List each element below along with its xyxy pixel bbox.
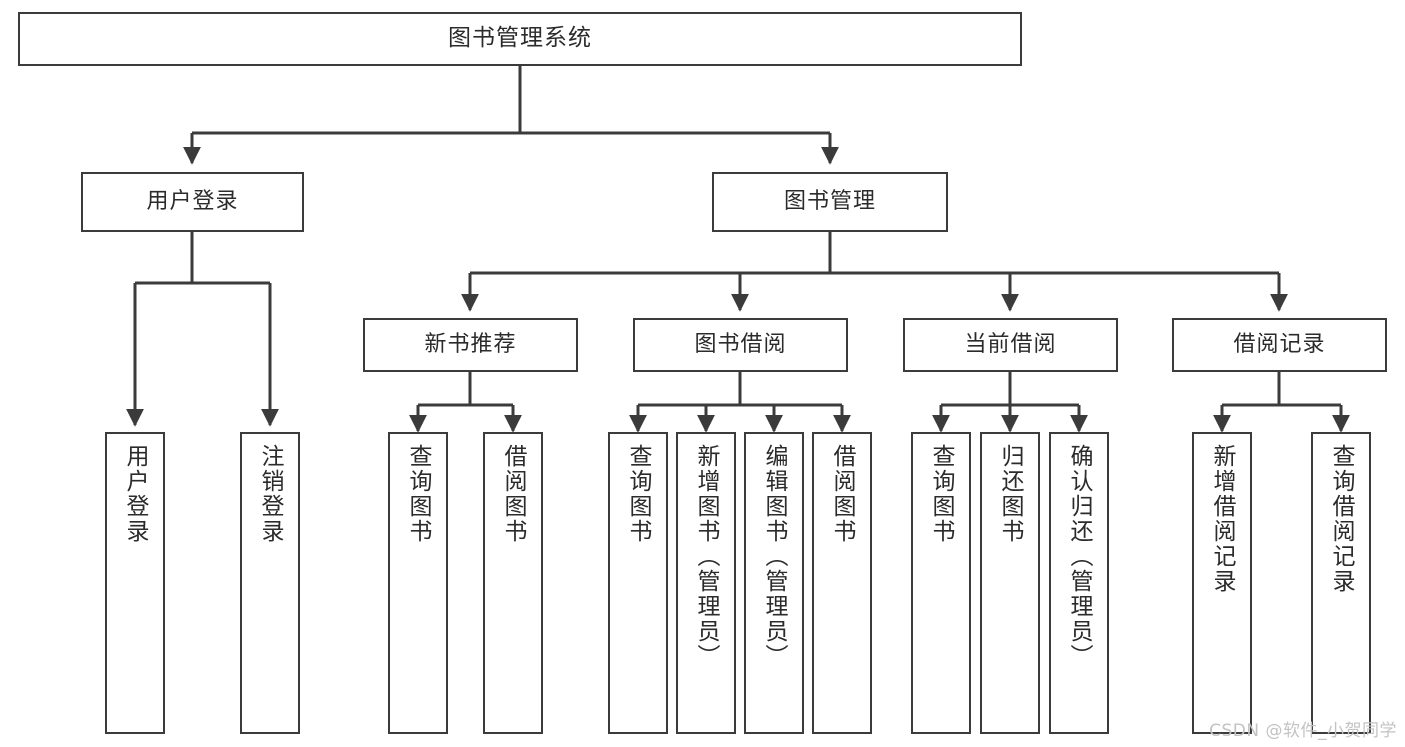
node-root-system[interactable]: 图书管理系统 <box>18 12 1022 66</box>
node-borrow-record[interactable]: 借阅记录 <box>1172 318 1387 372</box>
leaf-query-record[interactable]: 查询借阅记录 <box>1311 432 1371 734</box>
leaf-label: 查询图书 <box>405 444 432 544</box>
leaf-edit-book[interactable]: 编辑图书（管理员） <box>744 432 804 734</box>
leaf-return-book[interactable]: 归还图书 <box>980 432 1040 734</box>
leaf-borrow-book-1[interactable]: 借阅图书 <box>483 432 543 734</box>
node-user-login[interactable]: 用户登录 <box>81 172 304 232</box>
node-book-manage[interactable]: 图书管理 <box>712 172 948 232</box>
leaf-query-book-3[interactable]: 查询图书 <box>911 432 971 734</box>
node-current-borrow[interactable]: 当前借阅 <box>903 318 1118 372</box>
leaf-label: 新增图书（管理员） <box>693 444 720 669</box>
node-book-borrow[interactable]: 图书借阅 <box>633 318 848 372</box>
leaf-user-logout[interactable]: 注销登录 <box>240 432 300 734</box>
leaf-label: 查询图书 <box>625 444 652 544</box>
leaf-label: 用户登录 <box>122 444 149 544</box>
leaf-add-record[interactable]: 新增借阅记录 <box>1192 432 1252 734</box>
leaf-query-book-2[interactable]: 查询图书 <box>608 432 668 734</box>
leaf-confirm-return[interactable]: 确认归还（管理员） <box>1049 432 1109 734</box>
leaf-add-book[interactable]: 新增图书（管理员） <box>676 432 736 734</box>
leaf-label: 确认归还（管理员） <box>1066 444 1093 669</box>
leaf-label: 查询图书 <box>928 444 955 544</box>
leaf-label: 借阅图书 <box>500 444 527 544</box>
leaf-label: 查询借阅记录 <box>1328 444 1355 594</box>
leaf-query-book-1[interactable]: 查询图书 <box>388 432 448 734</box>
leaf-user-login[interactable]: 用户登录 <box>105 432 165 734</box>
watermark-text: CSDN @软件_小贺同学 <box>1209 721 1397 741</box>
leaf-label: 新增借阅记录 <box>1209 444 1236 594</box>
leaf-label: 编辑图书（管理员） <box>761 444 788 669</box>
leaf-label: 归还图书 <box>997 444 1024 544</box>
leaf-label: 注销登录 <box>257 444 284 544</box>
leaf-borrow-book-2[interactable]: 借阅图书 <box>812 432 872 734</box>
leaf-label: 借阅图书 <box>829 444 856 544</box>
node-new-book-recommend[interactable]: 新书推荐 <box>363 318 578 372</box>
